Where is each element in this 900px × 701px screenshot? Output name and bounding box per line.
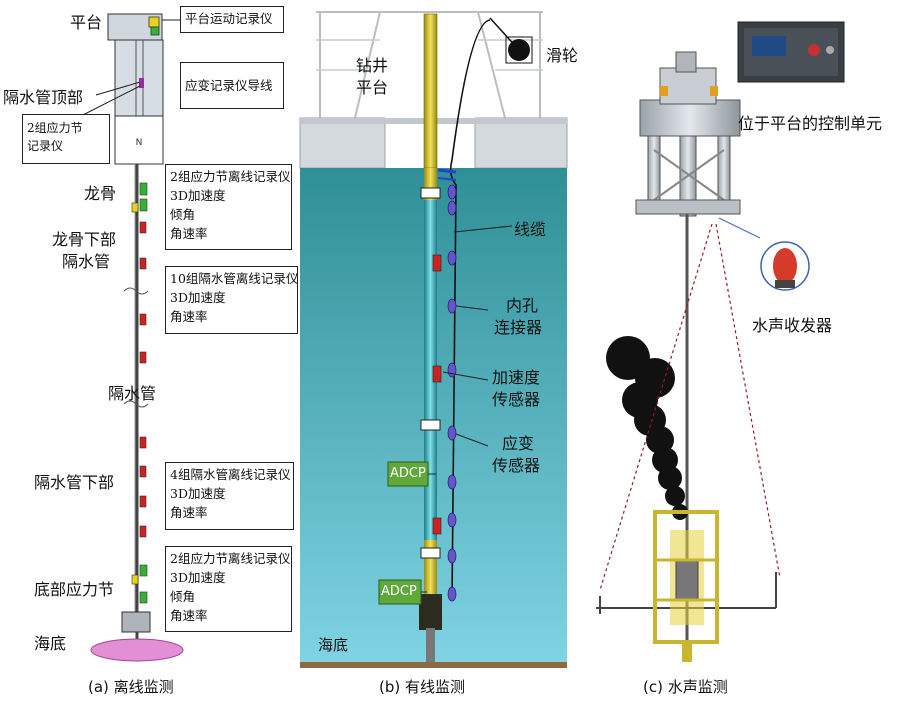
accel-sensor-line-1: 加速度 xyxy=(492,368,541,387)
offline-logger-box-1: 2组应力节离线记录仪 3D加速度 倾角 角速率 xyxy=(165,164,292,250)
box3-line-1: 4组隔水管离线记录仪 xyxy=(170,467,291,482)
strain-logger-wire-box: 应变记录仪导线 xyxy=(180,62,284,109)
strain-sensor-line-1: 应变 xyxy=(502,434,535,453)
box2-line-2: 3D加速度 xyxy=(170,290,226,305)
accel-sensor-line-2: 传感器 xyxy=(492,390,541,409)
transceiver-label: 水声收发器 xyxy=(752,316,833,335)
drilling-platform-line-2: 平台 xyxy=(356,78,389,97)
caption-b: (b) 有线监测 xyxy=(379,678,465,696)
box2-line-1: 10组隔水管离线记录仪 xyxy=(170,271,299,286)
caption-a: (a) 离线监测 xyxy=(88,678,174,696)
platform-motion-logger-label: 平台运动记录仪 xyxy=(185,11,273,26)
box1-line-2: 3D加速度 xyxy=(170,188,226,203)
riser-below-keel-line-2: 隔水管 xyxy=(62,252,111,271)
box4-line-1: 2组应力节离线记录仪 xyxy=(170,551,291,566)
bore-connector-line-2: 连接器 xyxy=(494,318,543,337)
box4-line-4: 角速率 xyxy=(170,608,208,623)
riser-below-keel-line-1: 龙骨下部 xyxy=(52,230,117,249)
pulley-label: 滑轮 xyxy=(546,46,579,65)
cable-label: 线缆 xyxy=(514,220,547,239)
bore-connector-line-1: 内孔 xyxy=(506,296,539,315)
drilling-platform-line-1: 钻井 xyxy=(356,56,389,75)
panel-c-graphics xyxy=(596,21,845,662)
box1-line-3: 倾角 xyxy=(170,207,196,222)
adcp-label-2: ADCP xyxy=(381,584,417,599)
strain-logger-wire-label: 应变记录仪导线 xyxy=(185,78,273,93)
bottom-stress-joint-label: 底部应力节 xyxy=(34,580,115,599)
seabed-label-a: 海底 xyxy=(34,634,67,653)
adcp-label-1: ADCP xyxy=(390,466,426,481)
offline-logger-box-2: 10组隔水管离线记录仪 3D加速度 角速率 xyxy=(165,266,298,334)
box2-line-3: 角速率 xyxy=(170,309,208,324)
stress-joint-logger-top-box: 2组应力节 记录仪 xyxy=(22,114,110,164)
seabed-label-b: 海底 xyxy=(318,636,349,654)
caption-c: (c) 水声监测 xyxy=(643,678,728,696)
box1-line-1: 2组应力节离线记录仪 xyxy=(170,169,291,184)
box3-line-3: 角速率 xyxy=(170,505,208,520)
box1-line-4: 角速率 xyxy=(170,226,208,241)
offline-logger-box-3: 4组隔水管离线记录仪 3D加速度 角速率 xyxy=(165,462,294,530)
control-unit-label: 位于平台的控制单元 xyxy=(738,114,883,133)
box3-line-2: 3D加速度 xyxy=(170,486,226,501)
stress-joint-logger-line-1: 2组应力节 xyxy=(27,121,83,135)
platform-label: 平台 xyxy=(70,13,103,32)
panel-a-graphics: N xyxy=(74,13,184,662)
svg-text:N: N xyxy=(136,138,143,148)
riser-lower-label: 隔水管下部 xyxy=(34,473,115,492)
riser-top-label: 隔水管顶部 xyxy=(3,88,84,107)
platform-motion-logger-box: 平台运动记录仪 xyxy=(180,6,284,33)
offline-logger-box-4: 2组应力节离线记录仪 3D加速度 倾角 角速率 xyxy=(165,546,292,632)
strain-sensor-line-2: 传感器 xyxy=(492,456,541,475)
box4-line-3: 倾角 xyxy=(170,589,196,604)
stress-joint-logger-line-2: 记录仪 xyxy=(27,139,64,153)
panel-b-graphics xyxy=(299,11,568,668)
riser-label: 隔水管 xyxy=(108,384,157,403)
box4-line-2: 3D加速度 xyxy=(170,570,226,585)
keel-label: 龙骨 xyxy=(84,184,117,203)
